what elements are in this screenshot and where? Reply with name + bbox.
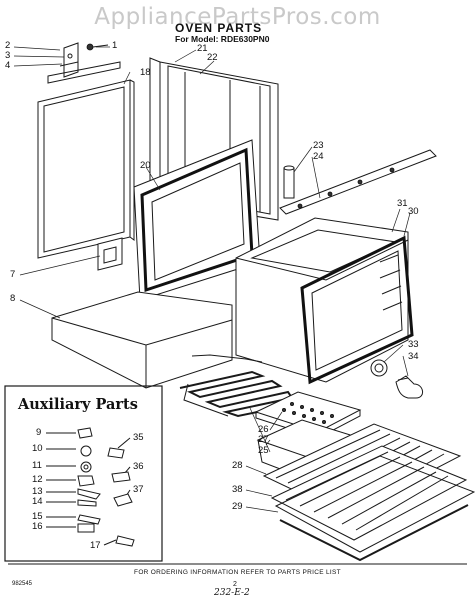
aux-callout-11: 11	[32, 460, 42, 471]
bottom-panel	[51, 291, 233, 389]
aux-callout-35: 35	[133, 432, 144, 443]
callout-34: 34	[408, 351, 419, 362]
aux-callout-10: 10	[32, 443, 43, 454]
aux-callout-16: 16	[32, 521, 43, 532]
callout-27: 27	[258, 434, 269, 445]
light-bulb	[395, 375, 423, 399]
document-number: 982545	[12, 581, 33, 587]
callout-23: 23	[313, 140, 324, 151]
upper-bracket-assembly	[47, 42, 121, 84]
handwritten-note: 232-E-2	[214, 588, 250, 598]
watermark: AppliancePartsPros.com	[94, 4, 381, 30]
page-number: 2	[233, 581, 237, 588]
oven-rack-lower	[270, 445, 468, 541]
aux-callout-17: 17	[90, 540, 101, 551]
callout-1: 1	[112, 40, 118, 51]
callout-3: 3	[5, 50, 11, 61]
auxiliary-parts-box	[4, 385, 163, 562]
left-side-panel	[37, 79, 135, 259]
callout-2: 2	[5, 40, 11, 51]
aux-callout-12: 12	[32, 474, 43, 485]
model-label: For Model: RDE630PN0	[175, 34, 270, 44]
callout-21: 21	[197, 43, 208, 54]
vent-tube	[283, 165, 295, 199]
aux-callout-14: 14	[32, 496, 43, 507]
callout-18: 18	[140, 67, 151, 78]
callout-31: 31	[397, 198, 408, 209]
top-strip	[279, 149, 437, 215]
callout-26: 26	[258, 424, 269, 435]
rack-support	[274, 455, 475, 562]
leader-lines	[13, 46, 411, 513]
aux-callout-13: 13	[32, 486, 43, 497]
auxiliary-small-parts	[46, 427, 135, 547]
aux-callout-15: 15	[32, 511, 43, 522]
side-bracket	[97, 237, 123, 271]
ordering-note: FOR ORDERING INFORMATION REFER TO PARTS …	[134, 569, 341, 576]
aux-callout-36: 36	[133, 461, 144, 472]
callout-29: 29	[232, 501, 243, 512]
diagram-title: OVEN PARTS	[175, 21, 263, 35]
callout-30: 30	[408, 206, 419, 217]
aux-callout-37: 37	[133, 484, 144, 495]
callout-25: 25	[258, 445, 269, 456]
callout-7: 7	[10, 269, 16, 280]
light-socket	[370, 359, 388, 377]
callout-8: 8	[10, 293, 16, 304]
aux-callout-9: 9	[36, 427, 42, 438]
callout-22: 22	[207, 52, 218, 63]
oven-liner	[235, 217, 414, 385]
callout-38: 38	[232, 484, 243, 495]
callout-4: 4	[5, 60, 11, 71]
callout-20: 20	[140, 160, 151, 171]
callout-33: 33	[408, 339, 419, 350]
bake-element	[179, 354, 297, 418]
callout-28: 28	[232, 460, 243, 471]
auxiliary-parts-title: Auxiliary Parts	[18, 396, 138, 413]
callout-24: 24	[313, 151, 324, 162]
